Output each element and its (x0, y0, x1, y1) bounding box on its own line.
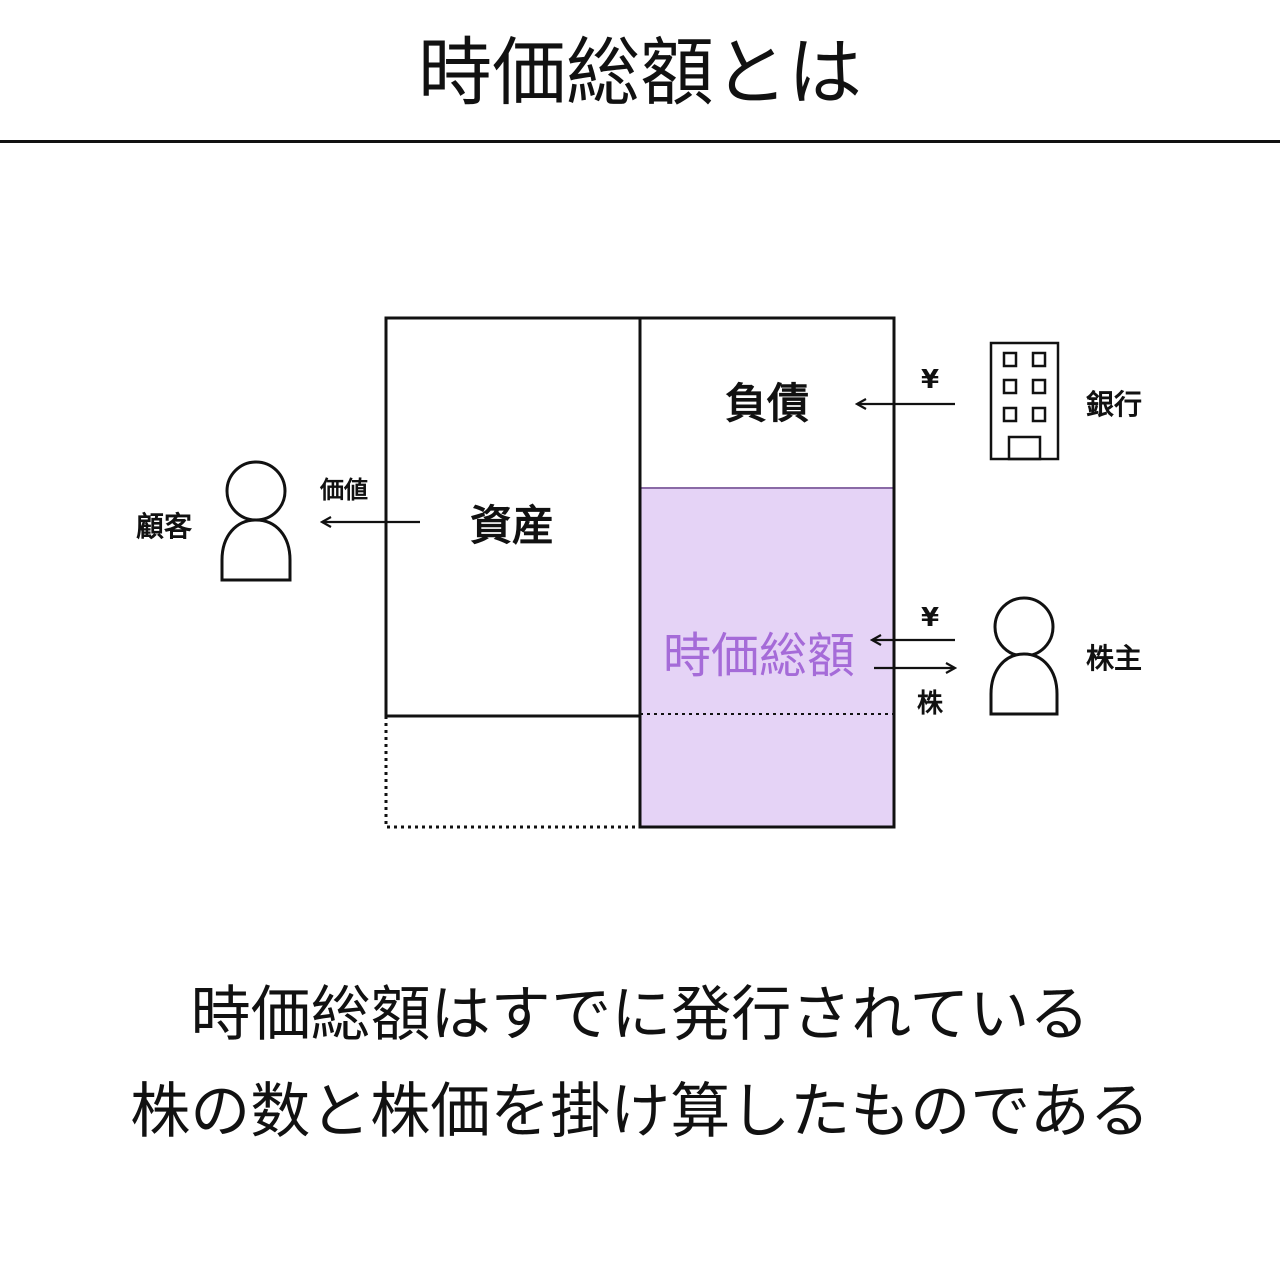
shareholder-yen-label: ¥ (921, 603, 939, 633)
title-divider (0, 140, 1280, 143)
page-title: 時価総額とは (418, 30, 862, 116)
stock-label: 株 (917, 689, 944, 719)
bank-label: 銀行 (1086, 388, 1142, 421)
customer-label: 顧客 (136, 510, 193, 543)
value-label: 価値 (319, 476, 368, 504)
assets-label: 資産 (470, 501, 554, 550)
market-cap-label: 時価総額 (663, 628, 855, 684)
bank-yen-label: ¥ (921, 365, 939, 395)
shareholder-label: 株主 (1086, 642, 1142, 675)
customer-person-icon (220, 460, 292, 582)
liabilities-equity-frame (638, 316, 896, 829)
caption-line-1: 時価総額はすでに発行されている (190, 980, 1090, 1050)
liabilities-label: 負債 (725, 379, 809, 428)
shareholder-person-icon (989, 596, 1059, 716)
bank-building-icon (989, 341, 1060, 461)
assets-dotted-extension (384, 716, 640, 829)
market-cap-area (640, 488, 894, 827)
caption-line-2: 株の数と株価を掛け算したものである (130, 1077, 1150, 1147)
